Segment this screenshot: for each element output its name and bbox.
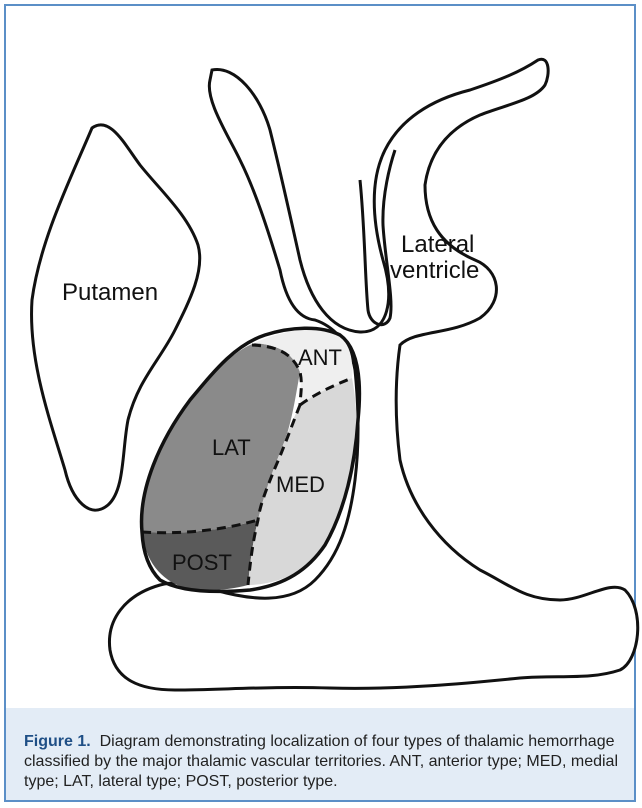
caption-label: Figure 1.	[24, 733, 91, 750]
med-label: MED	[276, 472, 325, 497]
lat-label: LAT	[212, 435, 251, 460]
figure-caption: Figure 1. Diagram demonstrating localiza…	[24, 732, 624, 792]
post-label: POST	[172, 550, 232, 575]
ant-label: ANT	[298, 345, 342, 370]
lateral-ventricle-label-line1: Lateral	[401, 231, 474, 258]
lateral-ventricle-shape	[109, 59, 637, 690]
lateral-ventricle-label-line2: ventricle	[390, 257, 479, 284]
caption-text: Diagram demonstrating localization of fo…	[24, 733, 618, 790]
putamen-label: Putamen	[62, 279, 158, 306]
